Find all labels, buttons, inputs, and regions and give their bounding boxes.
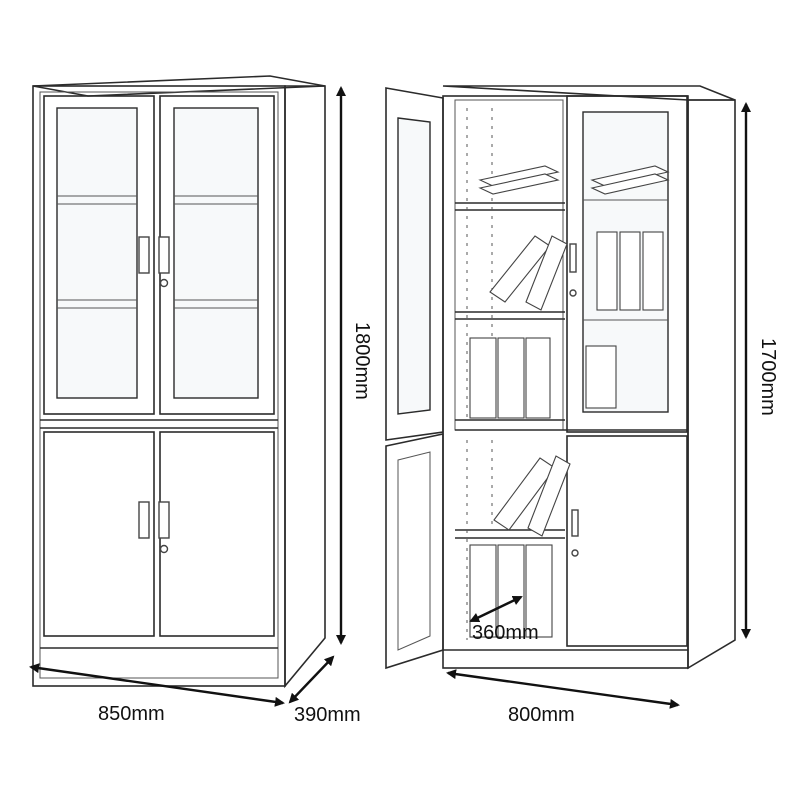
inner-width-label: 800mm bbox=[508, 704, 575, 726]
open-right-upper-door bbox=[566, 95, 688, 433]
dimension-arrows bbox=[29, 86, 751, 709]
binder bbox=[525, 235, 568, 311]
lower-left-handle bbox=[138, 501, 150, 539]
inner-handle bbox=[569, 243, 577, 273]
open-left-lower-door bbox=[385, 433, 444, 670]
upper-lock-icon bbox=[159, 278, 169, 288]
cabinet-side-face bbox=[284, 85, 326, 689]
depth-arrow-inner bbox=[469, 595, 523, 623]
upper-right-glass bbox=[173, 107, 259, 399]
front-height-label: 1800mm bbox=[351, 322, 373, 400]
upper-right-handle bbox=[158, 236, 170, 274]
open-right-lower-door bbox=[566, 435, 688, 647]
inner-height-label: 1700mm bbox=[757, 338, 779, 416]
lower-right-door bbox=[159, 431, 275, 637]
key-icon bbox=[569, 289, 577, 297]
front-width-label: 850mm bbox=[98, 703, 165, 725]
front-depth-label: 390mm bbox=[294, 704, 361, 726]
upper-left-glass bbox=[56, 107, 138, 399]
key-icon bbox=[571, 549, 579, 557]
width-arrow-front bbox=[29, 663, 285, 707]
file-box bbox=[469, 337, 497, 419]
paper-tray bbox=[590, 165, 670, 187]
depth-arrow-front bbox=[288, 655, 335, 704]
paper-tray bbox=[478, 165, 560, 187]
lower-left-door bbox=[43, 431, 155, 637]
open-left-upper-door bbox=[385, 87, 444, 441]
upper-left-handle bbox=[138, 236, 150, 274]
lower-lock-icon bbox=[159, 544, 169, 554]
width-arrow-inner bbox=[446, 669, 680, 709]
binder bbox=[596, 231, 618, 311]
inner-depth-label: 360mm bbox=[472, 622, 539, 644]
lower-right-handle bbox=[158, 501, 170, 539]
open-cabinet-drawing bbox=[385, 85, 736, 670]
closed-cabinet-drawing bbox=[32, 75, 326, 689]
upper-left-door bbox=[43, 95, 155, 415]
